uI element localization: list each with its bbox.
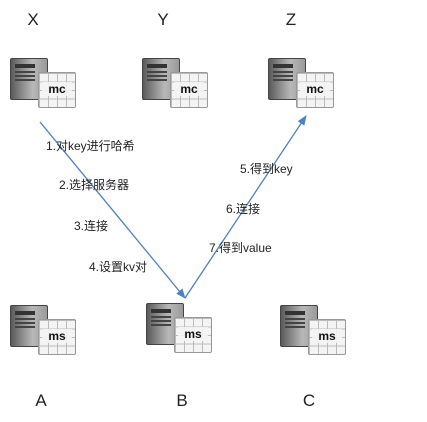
- node-label-z: Z: [285, 10, 297, 29]
- arrow-x-to-b: [39, 121, 186, 299]
- node-label-y: Y: [157, 10, 169, 29]
- step-2-label: 2.选择服务器: [59, 178, 130, 192]
- server-badge: ms: [42, 329, 72, 343]
- server-badge: mc: [174, 82, 204, 96]
- node-label-x: X: [27, 10, 39, 29]
- server-badge: mc: [300, 82, 330, 96]
- node-label-b: B: [176, 391, 188, 410]
- step-5-label: 5.得到key: [240, 162, 293, 176]
- step-3-label: 3.连接: [74, 219, 109, 233]
- server-badge: mc: [42, 82, 72, 96]
- server-b-ms: ms: [146, 303, 212, 363]
- server-badge: ms: [312, 329, 342, 343]
- step-4-label: 4.设置kv对: [89, 260, 148, 274]
- node-label-a: A: [35, 391, 47, 410]
- server-z-mc: mc: [268, 58, 334, 118]
- server-c-ms: ms: [280, 305, 346, 365]
- arrow-b-to-z: [184, 115, 307, 299]
- server-y-mc: mc: [142, 58, 208, 118]
- node-label-c: C: [302, 391, 316, 410]
- step-7-label: 7.得到value: [209, 241, 272, 255]
- server-x-mc: mc: [10, 58, 76, 118]
- step-6-label: 6.连接: [226, 202, 261, 216]
- server-a-ms: ms: [10, 305, 76, 365]
- server-badge: ms: [178, 327, 208, 341]
- step-1-label: 1.对key进行哈希: [46, 139, 135, 153]
